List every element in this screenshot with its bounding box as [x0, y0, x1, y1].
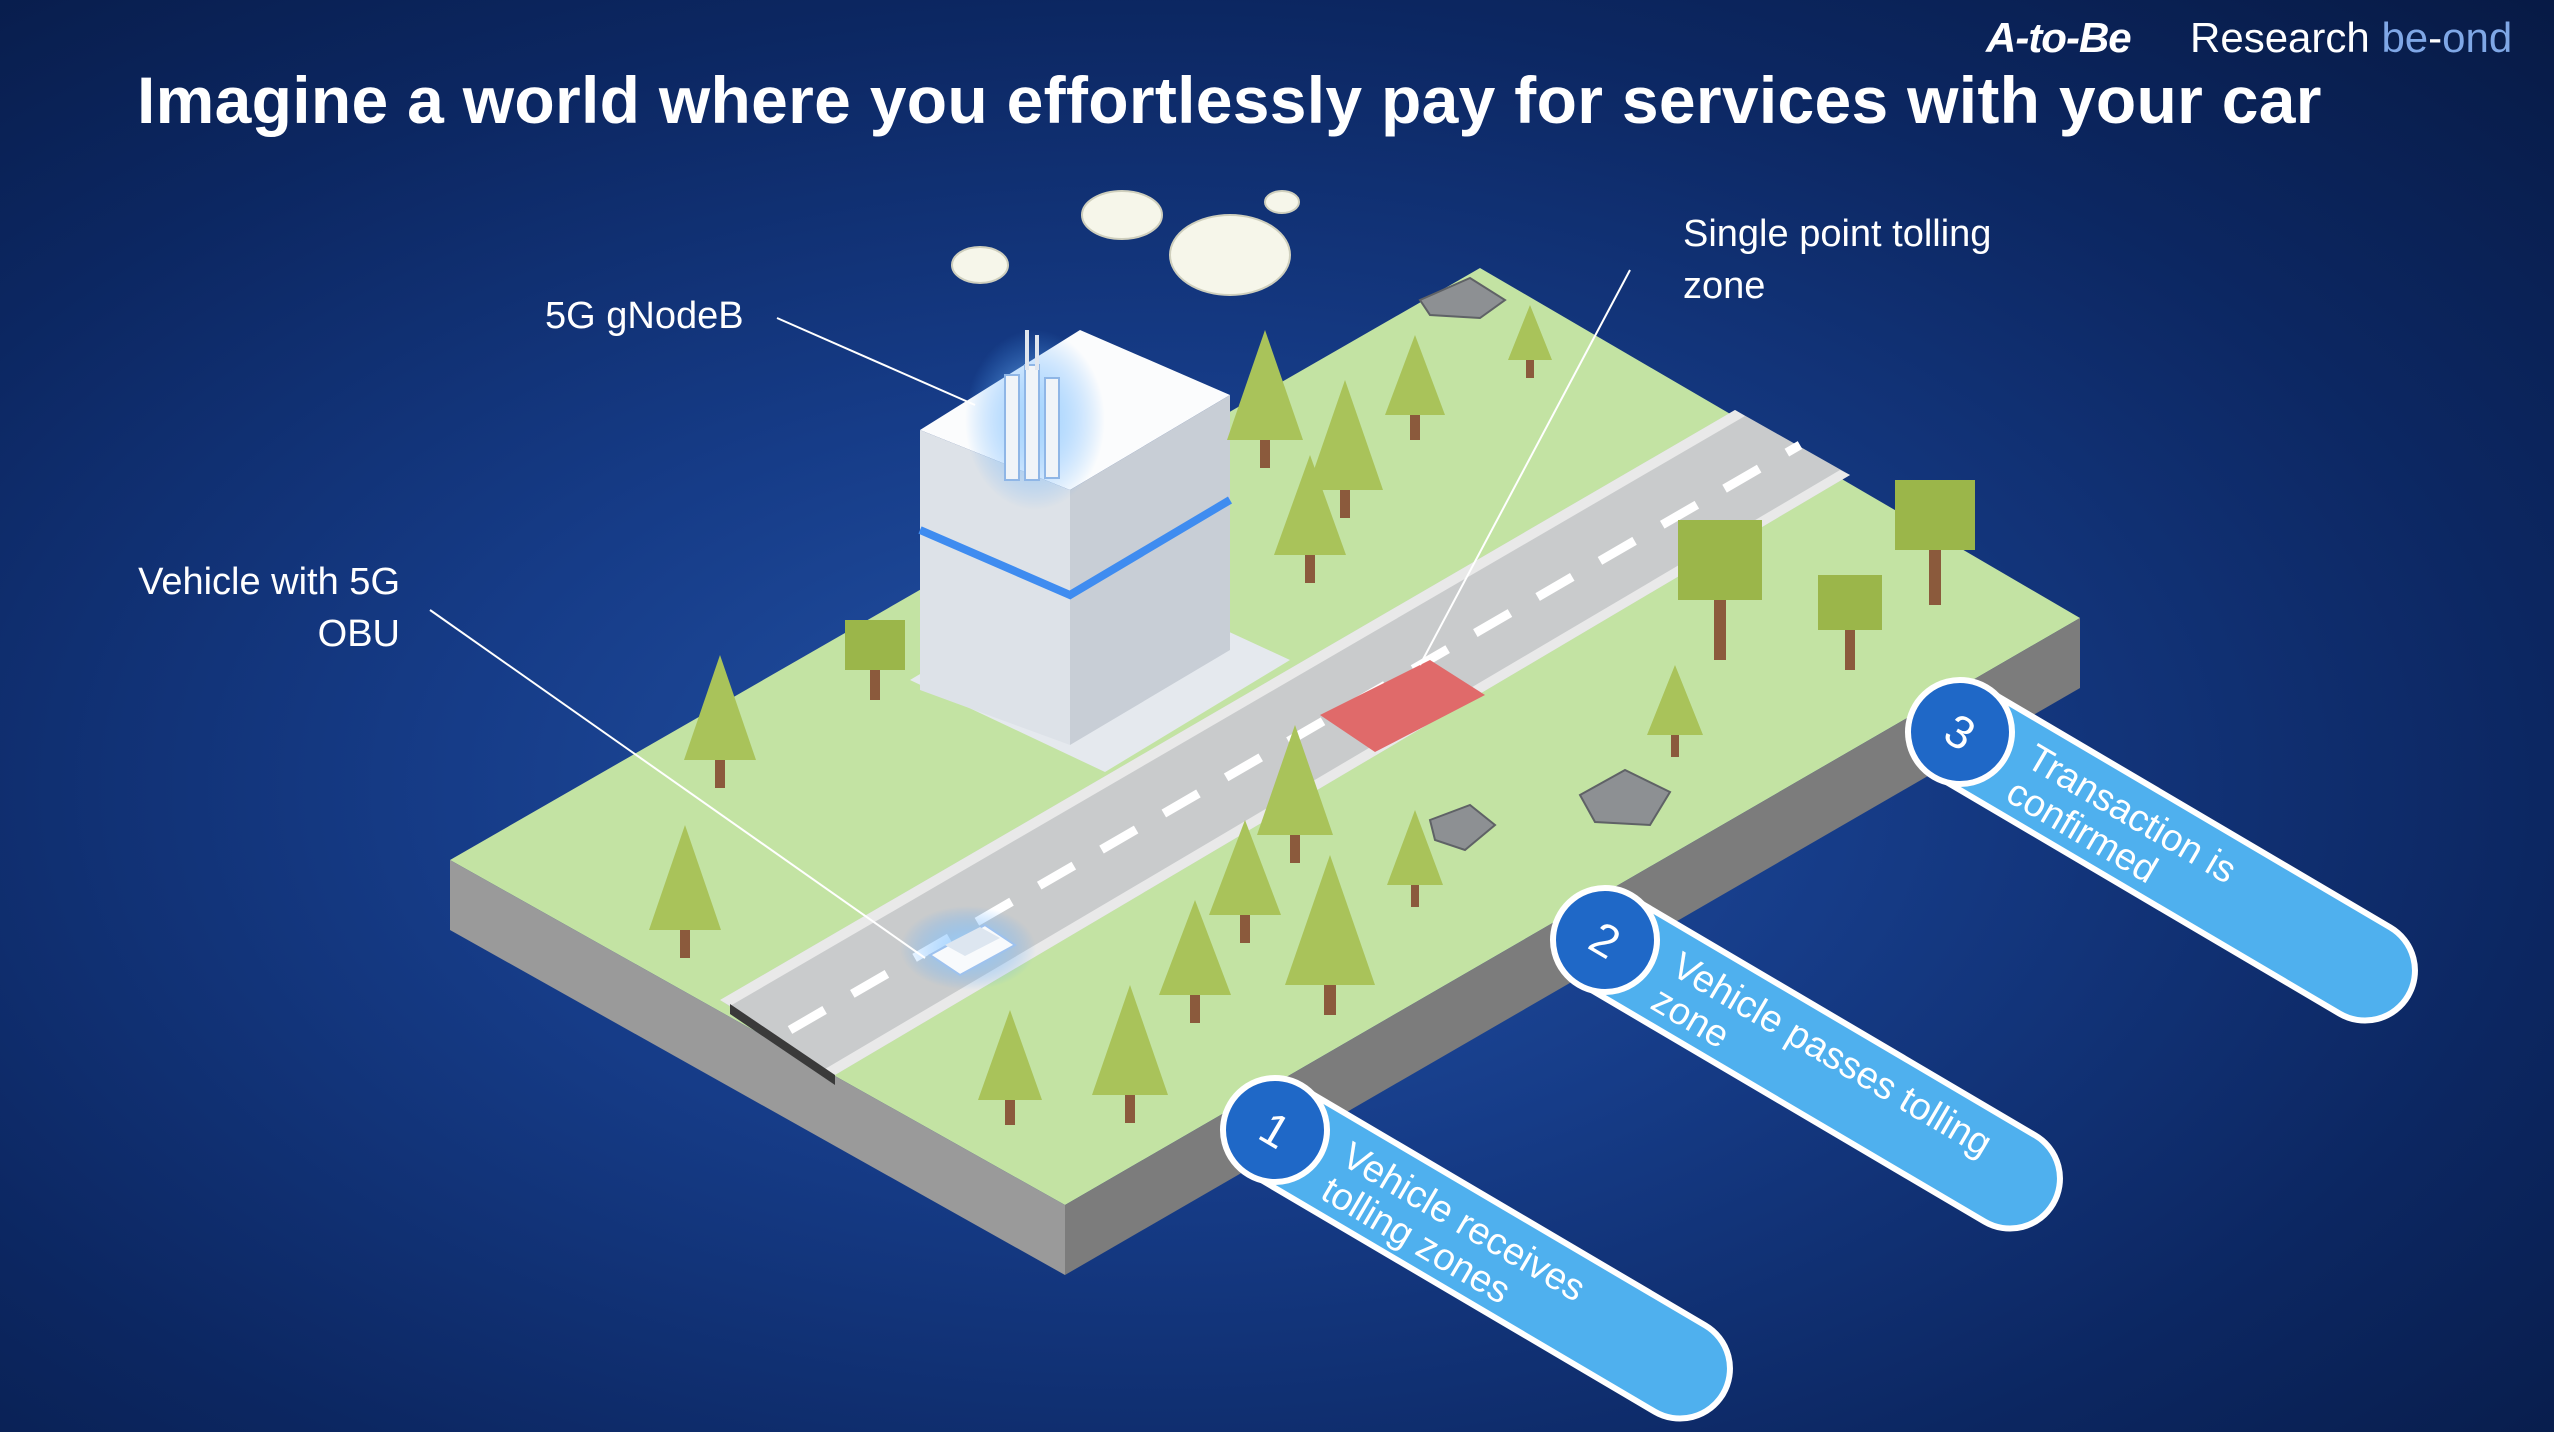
callout-lines [429, 269, 1631, 959]
toll-zone [1320, 660, 1485, 752]
antenna-5g-gnodeb-icon [965, 330, 1105, 510]
step-1-callout: 1 Vehicle receives tolling zones [1220, 1075, 1733, 1422]
research-beyond-logo: Research be-ond [2190, 14, 2512, 62]
label-vehicle-line1: Vehicle with 5G [138, 561, 400, 603]
trees [649, 305, 1975, 1125]
step-2-callout: 2 Vehicle passes tolling zone [1550, 885, 2063, 1232]
label-5g-gnodeb: 5G gNodeB [545, 295, 744, 337]
ond-text: ond [2442, 14, 2513, 61]
atobe-logo: A-to-Be [1986, 14, 2132, 61]
dash-text: - [2428, 14, 2443, 61]
step-3-callout: 3 Transaction is confirmed [1905, 677, 2418, 1024]
label-vehicle-with-5g-obu: Vehicle with 5G OBU [100, 556, 400, 660]
clouds [951, 190, 1300, 296]
rocks [1418, 276, 1672, 852]
label-tolling-line2: zone [1683, 265, 1766, 307]
vehicle-with-5g-obu [900, 906, 1036, 990]
be-text: be [2381, 14, 2429, 61]
label-tolling-line1: Single point tolling [1683, 213, 1992, 255]
label-single-point-tolling-zone: Single point tolling zone [1683, 208, 1991, 312]
label-vehicle-line2: OBU [317, 613, 400, 655]
page-title: Imagine a world where you effortlessly p… [137, 63, 2322, 137]
research-text: Research [2190, 14, 2370, 61]
